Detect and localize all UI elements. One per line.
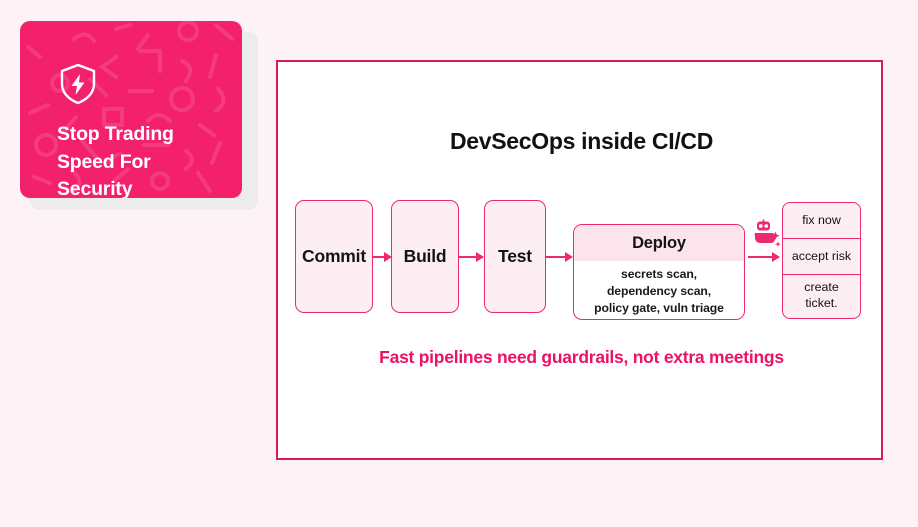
- deploy-detail-line: dependency scan,: [606, 283, 712, 298]
- deploy-detail-line: policy gate, vuln triage: [594, 301, 724, 316]
- arrow-test-to-deploy: [546, 251, 573, 263]
- deploy-label: Deploy: [632, 233, 686, 252]
- promo-card: Stop Trading Speed For Security: [20, 21, 242, 198]
- arrow-build-to-test: [459, 251, 484, 263]
- pipeline-stage-commit[interactable]: Commit: [295, 200, 373, 313]
- deploy-header: Deploy: [574, 225, 744, 261]
- stage-label: Build: [403, 246, 447, 266]
- decision-option-accept-risk[interactable]: accept risk: [783, 239, 860, 275]
- pipeline-stage-test[interactable]: Test: [484, 200, 546, 313]
- stage-label: Commit: [302, 246, 366, 266]
- arrow-deploy-to-decision: [748, 251, 780, 263]
- content-panel: DevSecOps inside CI/CD Commit Build Test…: [276, 60, 883, 460]
- arrow-commit-to-build: [373, 251, 392, 263]
- panel-tagline: Fast pipelines need guardrails, not extr…: [379, 347, 784, 367]
- stage-label: Test: [498, 246, 532, 266]
- decision-option-fix-now[interactable]: fix now: [783, 203, 860, 239]
- pipeline-stage-build[interactable]: Build: [391, 200, 459, 313]
- shield-bolt-icon: [60, 63, 96, 105]
- panel-title: DevSecOps inside CI/CD: [449, 128, 714, 154]
- decision-options-group: fix now accept risk create ticket.: [782, 202, 861, 319]
- pipeline-stage-deploy[interactable]: Deploy secrets scan, dependency scan, po…: [573, 224, 745, 320]
- memphis-pattern: [26, 21, 234, 193]
- promo-title: Stop Trading Speed For Security: [57, 123, 174, 198]
- deploy-details: secrets scan, dependency scan, policy ga…: [574, 261, 744, 319]
- decision-option-create-ticket[interactable]: create ticket.: [804, 280, 839, 310]
- robot-sparkle-icon: [754, 219, 781, 247]
- deploy-detail-line: secrets scan,: [621, 266, 697, 281]
